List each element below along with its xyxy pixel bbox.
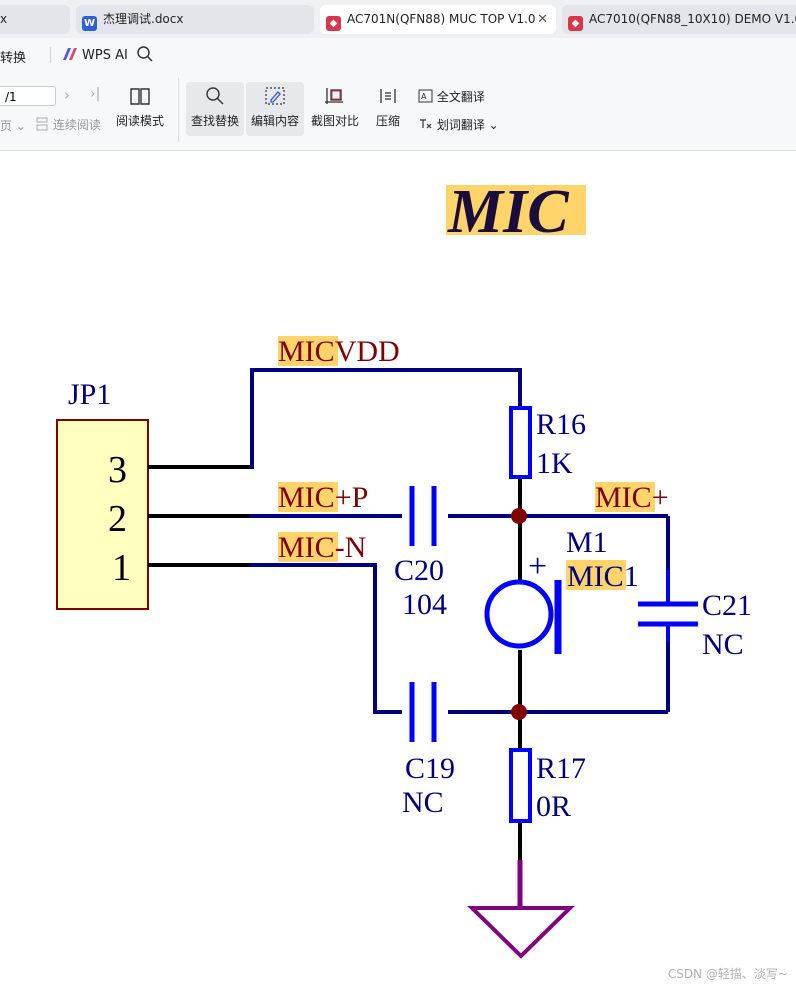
word-translate-button[interactable]: 划词翻译 ⌄: [418, 116, 499, 133]
m1-label: M1: [566, 526, 608, 559]
junction-dot: [511, 508, 527, 524]
last-page-icon[interactable]: ›|: [90, 86, 101, 102]
page-mode-dropdown[interactable]: 页 ⌄: [0, 119, 26, 133]
net-label-highlight: [595, 482, 655, 512]
r17-value: 0R: [536, 790, 571, 823]
page-number-input[interactable]: /1: [0, 86, 56, 106]
capacitor-c21: [638, 601, 698, 627]
tab-label: AC7010(QFN88_10X10) DEMO V1.0: [589, 12, 796, 26]
edit-content-label: 编辑内容: [250, 114, 299, 128]
search-icon[interactable]: [136, 45, 154, 67]
compress-button[interactable]: 压缩: [360, 82, 416, 136]
r17-label: R17: [536, 752, 586, 785]
c19-value: NC: [402, 786, 444, 819]
find-replace-button[interactable]: 查找替换: [186, 82, 244, 136]
tab-label: 杰理调试.docx: [103, 12, 184, 26]
divider: [178, 78, 179, 142]
edit-content-button[interactable]: 编辑内容: [246, 82, 304, 136]
jp1-label: JP1: [68, 378, 111, 411]
m1-value-highlight: [566, 560, 626, 590]
jp1-pin-1: 1: [112, 547, 131, 589]
find-replace-label: 查找替换: [190, 114, 239, 128]
ground-symbol: [467, 906, 575, 959]
wires: [250, 368, 670, 714]
menu-bar: 转换 WPS AI: [0, 38, 796, 72]
capacitor-c19: [409, 682, 437, 742]
word-translate-label: 划词翻译: [436, 118, 485, 132]
wps-ai-label: WPS AI: [82, 48, 128, 63]
microphone-m1: [484, 579, 554, 649]
read-mode-button[interactable]: 阅读模式: [111, 82, 169, 136]
menu-convert[interactable]: 转换: [0, 51, 27, 66]
tab-label: x: [0, 12, 8, 26]
pdf-icon: ◆: [326, 16, 341, 31]
edit-icon: [265, 87, 285, 105]
schematic-title: MIC: [447, 178, 569, 246]
next-page-icon[interactable]: ›: [64, 86, 70, 104]
c21-value: NC: [702, 628, 744, 661]
net-label-highlight: [278, 336, 338, 366]
continuous-read-button[interactable]: 连续阅读: [35, 116, 101, 133]
net-label-mic-p: MIC+P: [278, 481, 368, 514]
wps-ai-icon: [63, 48, 77, 60]
net-label-micvdd: MICVDD: [278, 335, 400, 368]
compress-label: 压缩: [375, 114, 400, 128]
full-translate-label: 全文翻译: [436, 90, 485, 104]
tab-bar: x W 杰理调试.docx ◆ AC701N(QFN88) MUC TOP V1.0…: [0, 0, 796, 38]
net-label-mic-n: MIC-N: [278, 531, 366, 564]
menu-wps-ai[interactable]: WPS AI: [62, 47, 128, 63]
crop-compare-icon: [325, 88, 343, 104]
close-icon[interactable]: ✕: [537, 12, 548, 27]
word-icon: W: [82, 16, 97, 31]
screenshot-compare-button[interactable]: 截图对比: [306, 82, 364, 136]
watermark: CSDN @轻描、淡写~: [667, 967, 788, 981]
word-translate-icon: [420, 119, 432, 129]
page-mode-label: 页: [0, 119, 13, 133]
tab-label: AC701N(QFN88) MUC TOP V1.0: [347, 12, 536, 26]
full-translate-button[interactable]: A 全文翻译: [418, 88, 485, 105]
svg-text:A: A: [421, 92, 427, 101]
read-mode-label: 阅读模式: [115, 114, 164, 128]
net-label-mic-plus: MIC+: [595, 481, 669, 514]
net-label-highlight: [278, 532, 338, 562]
pdf-icon: ◆: [568, 16, 583, 31]
compress-icon: [380, 89, 396, 103]
page-number-value: /1: [5, 90, 17, 104]
r16-value: 1K: [536, 447, 573, 480]
junction-dot: [511, 704, 527, 720]
tab-ac7010[interactable]: ◆ AC7010(QFN88_10X10) DEMO V1.0: [562, 5, 796, 34]
screenshot-compare-label: 截图对比: [310, 114, 359, 128]
m1-plus: +: [528, 548, 547, 585]
toolbar: /1 › ›| 页 ⌄ 连续阅读 阅读模式 查找替换 编辑内容 截图对比 压缩 …: [0, 72, 796, 151]
net-label-highlight: [278, 482, 338, 512]
m1-value: MIC1: [567, 560, 639, 593]
capacitor-c20: [409, 486, 437, 546]
magnifier-icon: [206, 87, 224, 105]
jp1-pin-3: 3: [108, 449, 127, 491]
c19-label: C19: [405, 752, 455, 785]
translate-icon: A: [418, 89, 433, 103]
continuous-label: 连续阅读: [52, 118, 101, 132]
resistor-r17: [509, 748, 532, 823]
jp1-pin-2: 2: [108, 498, 127, 540]
resistor-r16: [509, 406, 532, 479]
divider: [50, 47, 51, 63]
c21-label: C21: [702, 589, 752, 622]
book-icon: [130, 88, 150, 105]
tab-ac701n[interactable]: ◆ AC701N(QFN88) MUC TOP V1.0 ✕: [320, 5, 556, 34]
title-highlight: [446, 185, 586, 235]
continuous-icon: [36, 117, 48, 131]
c20-label: C20: [394, 554, 444, 587]
c20-value: 104: [402, 588, 447, 621]
tab-docx-partial[interactable]: x: [0, 5, 70, 34]
tab-jieli-docx[interactable]: W 杰理调试.docx: [76, 5, 314, 34]
r16-label: R16: [536, 408, 586, 441]
jp1-connector: [56, 419, 149, 610]
schematic-canvas: MIC JP1 3 2 1 R16 1K C: [56, 178, 752, 959]
